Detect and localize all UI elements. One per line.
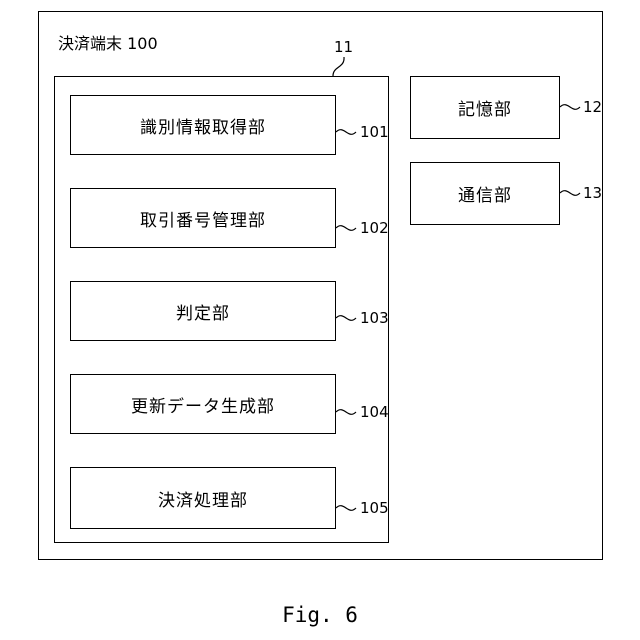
leader-line xyxy=(336,506,356,511)
leader-line xyxy=(333,57,344,76)
leader-line xyxy=(336,130,356,135)
leader-line xyxy=(560,105,580,110)
leader-line xyxy=(336,226,356,231)
leader-line xyxy=(336,316,356,321)
leader-line xyxy=(336,410,356,415)
leader-line xyxy=(560,191,580,196)
figure-caption: Fig. 6 xyxy=(0,603,640,627)
